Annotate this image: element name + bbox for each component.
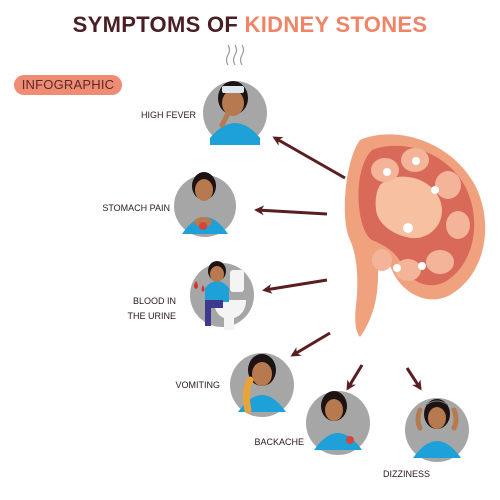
backache-person-icon xyxy=(306,391,370,455)
label-dizziness: DIZZINESS xyxy=(383,469,431,479)
arrow-stomach xyxy=(254,205,328,216)
arrow-fever xyxy=(272,136,346,180)
title-part-1: SYMPTOMS OF xyxy=(72,12,245,37)
toilet-person-icon xyxy=(190,261,254,330)
dizziness-person-icon xyxy=(405,398,469,462)
infographic-badge: INFOGRAPHIC xyxy=(14,75,122,95)
label-backache: BACKACHE xyxy=(254,437,304,447)
arrow-backache xyxy=(346,364,364,391)
kidney-icon xyxy=(344,134,486,337)
arrow-vomiting xyxy=(290,331,331,357)
label-stomach-pain: STOMACH PAIN xyxy=(102,203,170,213)
title-part-2: KIDNEY STONES xyxy=(244,12,428,37)
label-blood-in-urine: BLOOD IN THE URINE xyxy=(127,294,176,324)
page-title: SYMPTOMS OF KIDNEY STONES xyxy=(0,12,500,38)
arrow-blood xyxy=(262,278,328,294)
label-vomiting: VOMITING xyxy=(175,380,221,390)
vomiting-person-icon xyxy=(230,353,294,417)
stomach-pain-person-icon xyxy=(174,172,236,237)
label-blood-line-1: BLOOD IN xyxy=(132,296,176,306)
label-blood-line-2: THE URINE xyxy=(127,311,176,321)
label-high-fever: HIGH FEVER xyxy=(140,110,196,120)
arrow-dizziness xyxy=(405,367,422,391)
fever-person-icon xyxy=(203,44,267,145)
